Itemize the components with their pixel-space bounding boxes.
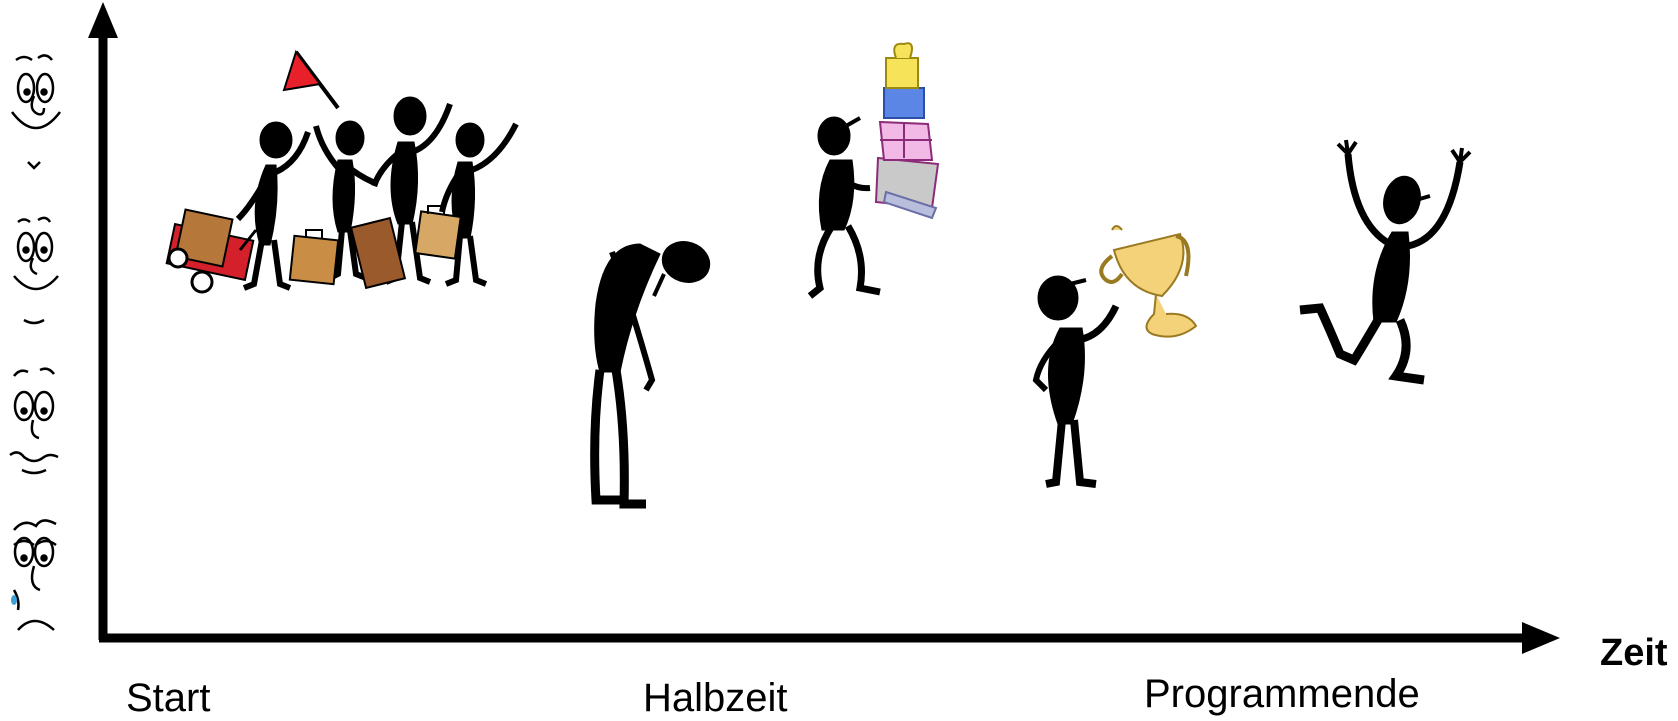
jumping-figure bbox=[1299, 139, 1472, 385]
trophy-figure bbox=[1032, 225, 1198, 488]
wagon-icon bbox=[165, 208, 258, 294]
dejected-figure bbox=[590, 241, 711, 509]
start-group-figure bbox=[165, 49, 519, 294]
flag-icon bbox=[282, 49, 340, 110]
trophy-icon bbox=[1099, 225, 1198, 338]
worried-face-icon bbox=[9, 367, 59, 475]
x-axis bbox=[99, 622, 1560, 654]
suitcase-icon bbox=[288, 205, 462, 290]
happy-face-icon bbox=[13, 216, 59, 325]
x-tick-programmende: Programmende bbox=[1144, 672, 1420, 716]
y-axis bbox=[88, 2, 118, 640]
gift-stack-icon bbox=[874, 42, 940, 220]
x-tick-start: Start bbox=[126, 676, 211, 720]
x-tick-halbzeit: Halbzeit bbox=[643, 676, 788, 720]
very-happy-face-icon bbox=[11, 54, 61, 170]
gift-carrying-figure bbox=[807, 42, 940, 299]
x-axis-label: Zeit bbox=[1600, 632, 1668, 674]
sad-crying-face-icon bbox=[11, 519, 57, 631]
